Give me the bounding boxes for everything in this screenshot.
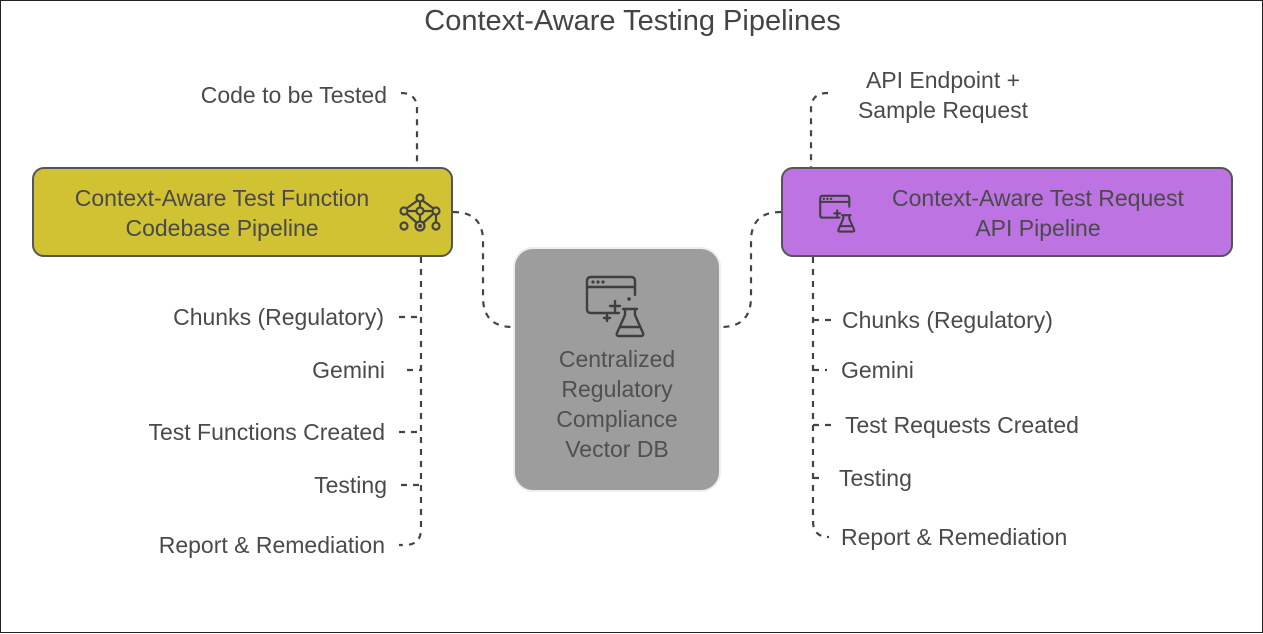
left-pipeline-title-line1: Context-Aware Test Function	[74, 185, 370, 211]
left-pipeline-box: Context-Aware Test Function Codebase Pip…	[32, 167, 453, 257]
right-input-label-line2: Sample Request	[857, 97, 1029, 123]
connector-left-trunk	[399, 257, 423, 547]
center-vector-db-label: Centralized Regulatory Compliance Vector…	[515, 344, 719, 464]
center-label-line4: Vector DB	[565, 436, 669, 462]
left-input-label: Code to be Tested	[200, 82, 387, 108]
connector-left-input	[400, 91, 419, 167]
right-pipeline-title: Context-Aware Test Request API Pipeline	[863, 183, 1213, 243]
browser-flask-icon	[585, 275, 645, 338]
left-step-chunks: Chunks (Regulatory)	[173, 304, 384, 330]
right-pipeline-box: Context-Aware Test Request API Pipeline	[781, 167, 1233, 257]
left-step-test-functions: Test Functions Created	[148, 419, 385, 445]
diagram-title: Context-Aware Testing Pipelines	[424, 5, 841, 37]
center-label-line1: Centralized	[558, 346, 676, 372]
connector-right-trunk	[811, 257, 830, 539]
browser-flask-icon	[819, 194, 856, 233]
network-graph-icon	[399, 193, 441, 232]
left-pipeline-title: Context-Aware Test Function Codebase Pip…	[52, 183, 392, 243]
connector-left-center	[452, 210, 514, 329]
left-step-gemini: Gemini	[312, 357, 385, 383]
connector-right-input	[809, 91, 829, 167]
left-step-report: Report & Remediation	[158, 532, 385, 558]
left-step-testing: Testing	[314, 472, 387, 498]
right-step-gemini: Gemini	[841, 357, 914, 383]
center-vector-db-box: Centralized Regulatory Compliance Vector…	[513, 247, 721, 492]
center-label-line2: Regulatory	[561, 376, 673, 402]
connector-right-center	[720, 210, 782, 329]
right-step-testing: Testing	[839, 465, 912, 491]
right-pipeline-title-line1: Context-Aware Test Request	[892, 185, 1184, 211]
right-step-report: Report & Remediation	[841, 524, 1068, 550]
right-input-label-line1: API Endpoint +	[865, 67, 1021, 93]
right-step-test-requests: Test Requests Created	[845, 412, 1079, 438]
left-pipeline-title-line2: Codebase Pipeline	[125, 215, 319, 241]
right-pipeline-title-line2: API Pipeline	[975, 215, 1101, 241]
right-step-chunks: Chunks (Regulatory)	[842, 307, 1053, 333]
center-label-line3: Compliance	[556, 406, 678, 432]
right-input-label: API Endpoint + Sample Request	[843, 65, 1043, 125]
